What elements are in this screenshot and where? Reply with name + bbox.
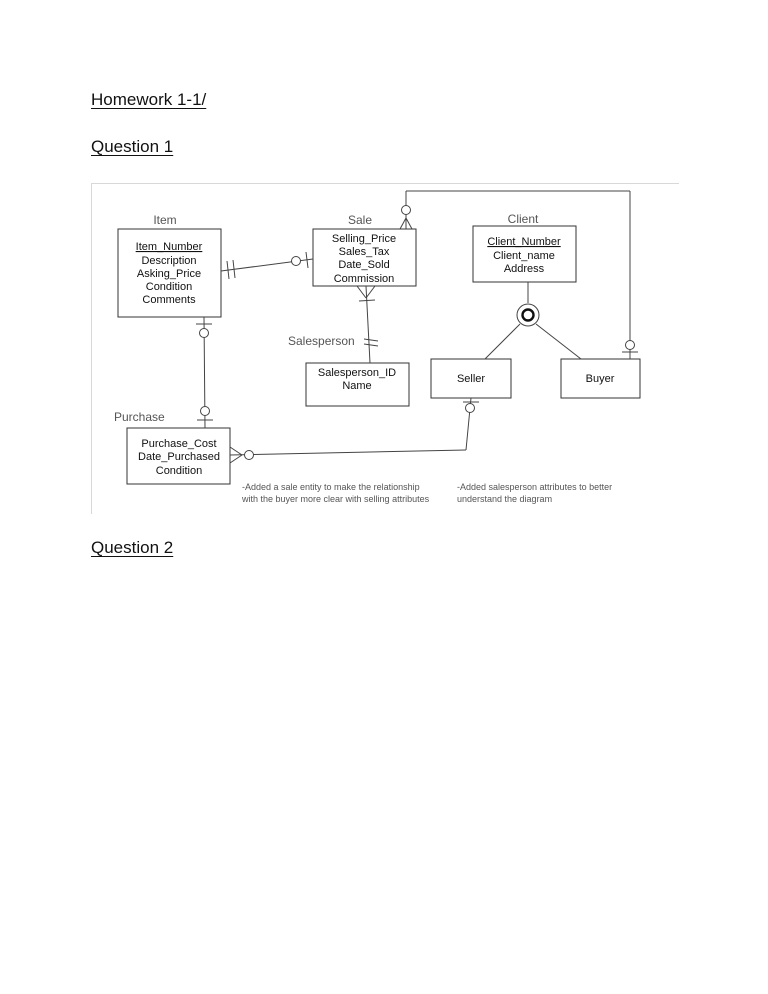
item-attribute: Asking_Price (137, 268, 201, 280)
client-entity-name: Client (508, 212, 539, 226)
client-key-attribute: Client_Number (487, 236, 561, 248)
item-entity-name: Item (153, 213, 176, 227)
sale-attribute: Selling_Price (332, 233, 396, 245)
sale-salesperson-relationship (356, 285, 379, 364)
purchase-attribute: Date_Purchased (138, 451, 220, 463)
document-title: Homework 1-1/ (91, 90, 207, 109)
client-subtype-symbol (484, 282, 582, 360)
question-2-heading: Question 2 (91, 538, 174, 557)
client-attribute: Client_name (493, 250, 555, 262)
sale-note-line-1: -Added a sale entity to make the relatio… (242, 482, 420, 492)
purchase-attribute: Condition (156, 465, 202, 477)
sale-attribute: Sales_Tax (339, 246, 390, 258)
sale-entity-name: Sale (348, 213, 372, 227)
salesperson-attribute: Name (342, 380, 371, 392)
salesperson-entity-name: Salesperson (288, 334, 355, 348)
sale-attribute: Commission (334, 273, 395, 285)
item-sale-relationship (220, 251, 314, 280)
question-1-heading: Question 1 (91, 137, 174, 156)
sale-buyer-relationship (399, 190, 638, 359)
purchase-seller-relationship (229, 397, 479, 464)
client-attribute: Address (504, 263, 545, 275)
salesperson-note-line-2: understand the diagram (457, 494, 552, 504)
sale-attribute: Date_Sold (338, 259, 389, 271)
salesperson-entity-box (305, 362, 410, 407)
item-attribute: Description (141, 255, 196, 267)
buyer-entity-name: Buyer (586, 373, 615, 385)
item-attribute: Comments (142, 294, 196, 306)
item-key-attribute: Item_Number (136, 241, 203, 253)
purchase-entity-box (126, 427, 231, 485)
seller-entity-name: Seller (457, 373, 485, 385)
salesperson-attribute: Salesperson_ID (318, 367, 396, 379)
client-entity-box (472, 225, 577, 283)
salesperson-note-line-1: -Added salesperson attributes to better (457, 482, 612, 492)
sale-note-line-2: with the buyer more clear with selling a… (241, 494, 430, 504)
sale-entity-box (312, 228, 417, 287)
buyer-entity-box (560, 358, 641, 399)
item-entity-box (117, 228, 222, 318)
er-diagram: Item Sale Client Salesperson Seller Buye… (91, 183, 679, 514)
item-attribute: Condition (146, 281, 192, 293)
purchase-entity-name: Purchase (114, 410, 165, 424)
item-purchase-relationship (196, 316, 213, 429)
purchase-attribute: Purchase_Cost (141, 438, 216, 450)
